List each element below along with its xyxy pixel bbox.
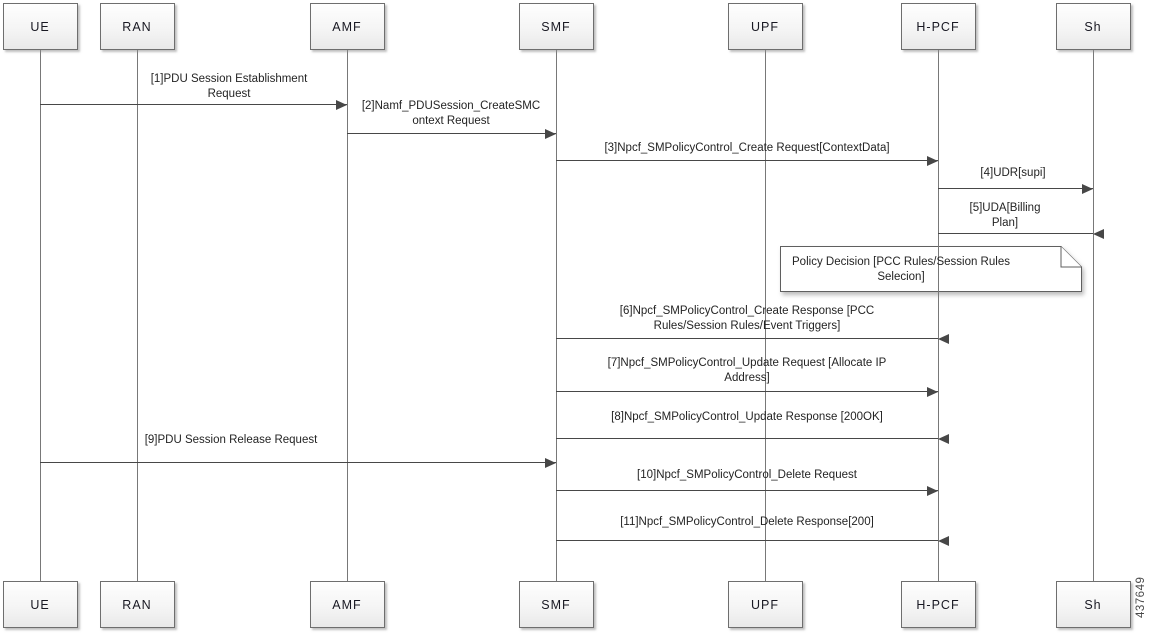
message-3-label: [3]Npcf_SMPolicyControl_Create Request[C…	[604, 141, 889, 156]
message-label-line: [8]Npcf_SMPolicyControl_Update Response …	[611, 411, 883, 423]
lifeline-sh	[1093, 50, 1094, 581]
message-4-label: [4]UDR[supi]	[980, 166, 1045, 181]
message-3-line	[556, 160, 938, 161]
message-label-line: ontext Request	[412, 115, 490, 127]
message-label-line: [3]Npcf_SMPolicyControl_Create Request[C…	[604, 142, 890, 154]
lifeline-ran	[137, 50, 138, 581]
actor-box-bottom-ue: UE	[2, 581, 78, 628]
actor-label: RAN	[122, 597, 152, 612]
actor-label: UE	[30, 597, 50, 612]
actor-box-top-ue: UE	[2, 3, 78, 50]
message-10-label: [10]Npcf_SMPolicyControl_Delete Request	[637, 468, 857, 483]
actor-box-top-hpcf: H-PCF	[900, 3, 976, 50]
arrowhead-right-icon	[927, 156, 938, 166]
message-7-line	[556, 391, 938, 392]
message-5-line	[938, 233, 1093, 234]
actor-label: Sh	[1084, 19, 1102, 34]
actor-label: RAN	[122, 19, 152, 34]
policy-decision-note-shape	[780, 246, 1082, 292]
message-4-line	[938, 188, 1093, 189]
message-1-line	[40, 104, 347, 105]
arrowhead-right-icon	[336, 100, 347, 110]
actor-box-top-amf: AMF	[309, 3, 385, 50]
message-11-label: [11]Npcf_SMPolicyControl_Delete Response…	[620, 515, 874, 530]
figure-number: 437649	[1135, 576, 1147, 618]
actor-label: H-PCF	[916, 597, 960, 612]
note-text-line: Policy Decision [PCC Rules/Session Rules	[792, 256, 1010, 268]
message-label-line: Request	[207, 88, 251, 100]
note-text-line: Selecion]	[877, 271, 925, 283]
arrowhead-right-icon	[545, 129, 556, 139]
message-10-line	[556, 490, 938, 491]
message-label-line: Rules/Session Rules/Event Triggers]	[653, 320, 841, 332]
lifeline-amf	[347, 50, 348, 581]
lifeline-ue	[40, 50, 41, 581]
actor-label: Sh	[1084, 597, 1102, 612]
lifeline-smf	[556, 50, 557, 581]
actor-label: UPF	[751, 19, 779, 34]
message-label-line: [6]Npcf_SMPolicyControl_Create Response …	[619, 305, 875, 317]
actor-label: SMF	[541, 19, 571, 34]
message-6-label: [6]Npcf_SMPolicyControl_Create Response …	[620, 304, 874, 334]
message-label-line: [11]Npcf_SMPolicyControl_Delete Response…	[620, 516, 874, 528]
arrowhead-left-icon	[938, 536, 949, 546]
message-9-line	[40, 462, 556, 463]
actor-box-bottom-hpcf: H-PCF	[900, 581, 976, 628]
lifeline-hpcf	[938, 50, 939, 581]
message-7-label: [7]Npcf_SMPolicyControl_Update Request […	[608, 356, 887, 386]
actor-box-bottom-smf: SMF	[518, 581, 594, 628]
actor-box-bottom-sh: Sh	[1055, 581, 1131, 628]
actor-label: H-PCF	[916, 19, 960, 34]
actor-box-top-upf: UPF	[727, 3, 803, 50]
actor-label: AMF	[332, 597, 362, 612]
message-label-line: [7]Npcf_SMPolicyControl_Update Request […	[607, 357, 887, 369]
message-label-line: Address]	[724, 372, 770, 384]
message-label-line: Plan]	[991, 217, 1019, 229]
actor-label: SMF	[541, 597, 571, 612]
arrowhead-right-icon	[545, 458, 556, 468]
message-label-line: [10]Npcf_SMPolicyControl_Delete Request	[637, 469, 857, 481]
arrowhead-left-icon	[1093, 229, 1104, 239]
arrowhead-left-icon	[938, 334, 949, 344]
arrowhead-left-icon	[938, 434, 949, 444]
actor-label: AMF	[332, 19, 362, 34]
arrowhead-right-icon	[1082, 184, 1093, 194]
message-label-line: [1]PDU Session Establishment	[150, 73, 308, 85]
message-9-label: [9]PDU Session Release Request	[145, 433, 318, 448]
message-label-line: [5]UDA[Billing	[969, 202, 1041, 214]
policy-decision-note-text: Policy Decision [PCC Rules/Session Rules…	[781, 255, 1021, 285]
message-8-label: [8]Npcf_SMPolicyControl_Update Response …	[611, 410, 883, 425]
actor-label: UPF	[751, 597, 779, 612]
actor-box-top-smf: SMF	[518, 3, 594, 50]
message-label-line: [2]Namf_PDUSession_CreateSMC	[361, 100, 541, 112]
actor-box-top-ran: RAN	[99, 3, 175, 50]
message-label-line: [4]UDR[supi]	[980, 167, 1046, 179]
message-6-line	[556, 338, 938, 339]
actor-box-bottom-upf: UPF	[727, 581, 803, 628]
arrowhead-right-icon	[927, 486, 938, 496]
actor-box-bottom-amf: AMF	[309, 581, 385, 628]
actor-box-bottom-ran: RAN	[99, 581, 175, 628]
lifeline-upf	[765, 50, 766, 581]
arrowhead-right-icon	[927, 387, 938, 397]
message-2-line	[347, 133, 556, 134]
actor-label: UE	[30, 19, 50, 34]
message-8-line	[556, 438, 938, 439]
actor-box-top-sh: Sh	[1055, 3, 1131, 50]
message-label-line: [9]PDU Session Release Request	[144, 434, 318, 446]
message-11-line	[556, 540, 938, 541]
